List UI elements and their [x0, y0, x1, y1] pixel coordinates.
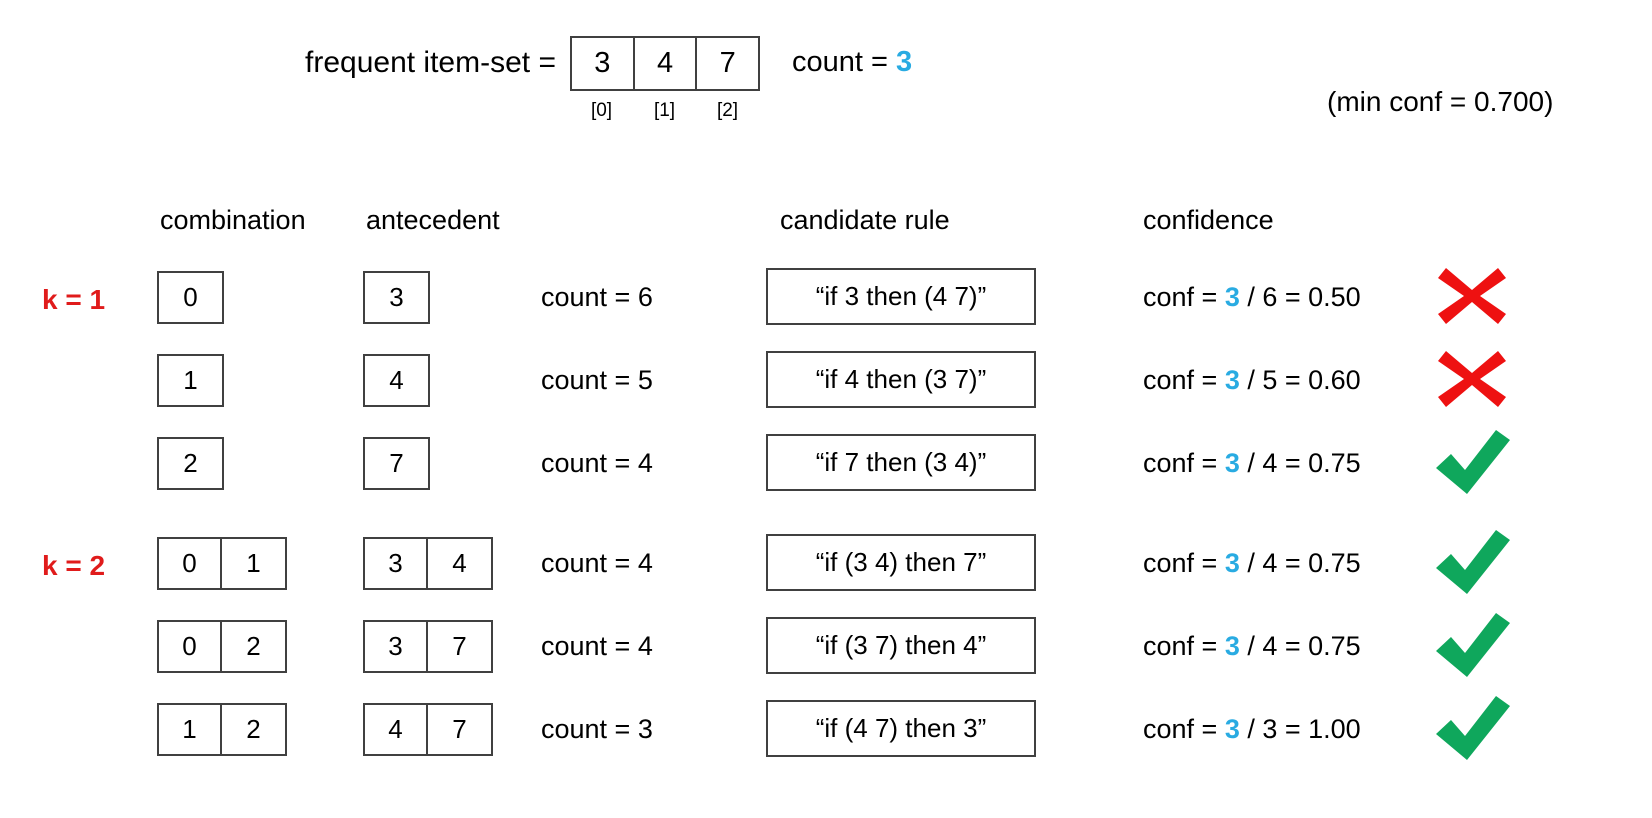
value-cell: 7 — [452, 714, 467, 744]
antecedent-count: count = 4 — [541, 631, 653, 661]
confidence-numerator: 3 — [1224, 631, 1240, 661]
value-cell: 4 — [365, 705, 428, 754]
cross-icon-svg — [1438, 351, 1506, 407]
column-header-combination: combination — [160, 205, 306, 235]
value-cell: 1 — [246, 548, 261, 578]
itemset-index-label: [2] — [716, 100, 739, 121]
column-header-confidence: confidence — [1143, 205, 1274, 235]
candidate-rule-box: “if 4 then (3 7)” — [766, 351, 1036, 408]
cross-icon — [1432, 260, 1512, 332]
k-level-flag: k = 1 — [42, 284, 106, 315]
combination-box: 0 — [157, 271, 224, 324]
itemset-count-prefix: count = — [792, 46, 896, 78]
confidence-numerator: 3 — [1224, 548, 1240, 578]
value-cell: 0 — [159, 539, 222, 588]
frequent-itemset-label: frequent item-set = — [305, 46, 556, 79]
frequent-itemset-box: 3 4 7 — [570, 36, 760, 91]
candidate-rule-box: “if (3 7) then 4” — [766, 617, 1036, 674]
antecedent-count: count = 6 — [541, 282, 653, 312]
value-cell: 4 — [389, 365, 404, 395]
confidence-numerator: 3 — [1224, 365, 1240, 395]
antecedent-count: count = 5 — [541, 365, 653, 395]
cross-icon-svg — [1438, 268, 1506, 324]
value-cell: 3 — [365, 622, 428, 671]
value-cell: 2 — [246, 631, 261, 661]
value-cell: 3 — [365, 539, 428, 588]
column-header-candidate-rule: candidate rule — [780, 205, 950, 235]
check-icon-svg — [1436, 613, 1510, 677]
cross-icon — [1432, 343, 1512, 415]
value-cell: 1 — [159, 705, 222, 754]
itemset-cell: 7 — [719, 47, 736, 79]
rule-row: 2 7 count = 4 “if 7 then (3 4)” conf = 3 / 4… — [0, 420, 1652, 504]
confidence-expression: conf = 3 / 3 = 1.00 — [1143, 714, 1361, 744]
check-icon-svg — [1436, 430, 1510, 494]
itemset-count: count = 3 — [792, 48, 912, 77]
confidence-expression: conf = 3 / 4 = 0.75 — [1143, 631, 1361, 661]
itemset-cell: 3 — [572, 38, 635, 89]
value-cell: 3 — [389, 282, 404, 312]
antecedent-count: count = 4 — [541, 548, 653, 578]
check-icon-svg — [1436, 530, 1510, 594]
confidence-numerator: 3 — [1224, 714, 1240, 744]
itemset-cell: 4 — [635, 38, 698, 89]
check-icon — [1432, 692, 1512, 764]
combination-box: 2 — [157, 437, 224, 490]
value-cell: 7 — [389, 448, 404, 478]
min-confidence-note: (min conf = 0.700) — [1327, 86, 1554, 117]
confidence-expression: conf = 3 / 4 = 0.75 — [1143, 548, 1361, 578]
check-icon — [1432, 426, 1512, 498]
antecedent-count: count = 3 — [541, 714, 653, 744]
confidence-expression: conf = 3 / 5 = 0.60 — [1143, 365, 1361, 395]
rule-row: k = 1 0 3 count = 6 “if 3 then (4 7)” conf = … — [0, 254, 1652, 338]
confidence-numerator: 3 — [1224, 282, 1240, 312]
check-icon — [1432, 609, 1512, 681]
value-cell: 7 — [452, 631, 467, 661]
value-cell: 1 — [183, 365, 198, 395]
antecedent-box: 7 — [363, 437, 430, 490]
candidate-rule-box: “if (3 4) then 7” — [766, 534, 1036, 591]
value-cell: 4 — [452, 548, 467, 578]
itemset-index-label: [1] — [653, 100, 676, 121]
candidate-rule-box: “if (4 7) then 3” — [766, 700, 1036, 757]
candidate-rule-box: “if 7 then (3 4)” — [766, 434, 1036, 491]
itemset-index-label: [0] — [590, 100, 613, 121]
value-cell: 2 — [246, 714, 261, 744]
confidence-expression: conf = 3 / 4 = 0.75 — [1143, 448, 1361, 478]
value-cell: 0 — [159, 622, 222, 671]
antecedent-count: count = 4 — [541, 448, 653, 478]
confidence-numerator: 3 — [1224, 448, 1240, 478]
k-level-flag: k = 2 — [42, 550, 106, 581]
candidate-rule-box: “if 3 then (4 7)” — [766, 268, 1036, 325]
confidence-expression: conf = 3 / 6 = 0.50 — [1143, 282, 1361, 312]
column-header-antecedent: antecedent — [366, 205, 500, 235]
value-cell: 0 — [183, 282, 198, 312]
check-icon — [1432, 526, 1512, 598]
antecedent-box: 3 — [363, 271, 430, 324]
itemset-count-value: 3 — [896, 46, 913, 78]
combination-box: 1 — [157, 354, 224, 407]
check-icon-svg — [1436, 696, 1510, 760]
value-cell: 2 — [183, 448, 198, 478]
antecedent-box: 4 — [363, 354, 430, 407]
rule-row: 1 4 count = 5 “if 4 then (3 7)” conf = 3 / 5… — [0, 337, 1652, 421]
